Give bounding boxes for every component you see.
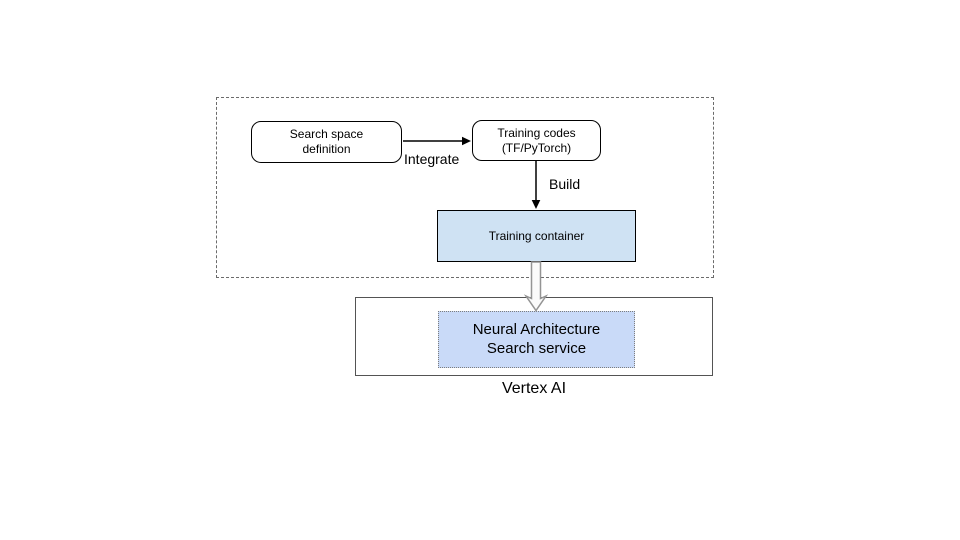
training-codes-node: Training codes (TF/PyTorch): [472, 120, 601, 161]
training-container-node: Training container: [437, 210, 636, 262]
training-setup-group: [216, 97, 714, 278]
training-container-label: Training container: [488, 228, 585, 243]
nas-service-node: Neural Architecture Search service: [438, 311, 635, 368]
build-edge-label: Build: [549, 176, 581, 192]
vertex-ai-label: Vertex AI: [501, 380, 567, 397]
training-codes-label: Training codes (TF/PyTorch): [497, 125, 576, 155]
integrate-edge-label: Integrate: [404, 151, 460, 167]
search-space-label: Search space definition: [289, 127, 364, 156]
search-space-node: Search space definition: [251, 121, 402, 163]
nas-service-label: Neural Architecture Search service: [472, 320, 601, 357]
